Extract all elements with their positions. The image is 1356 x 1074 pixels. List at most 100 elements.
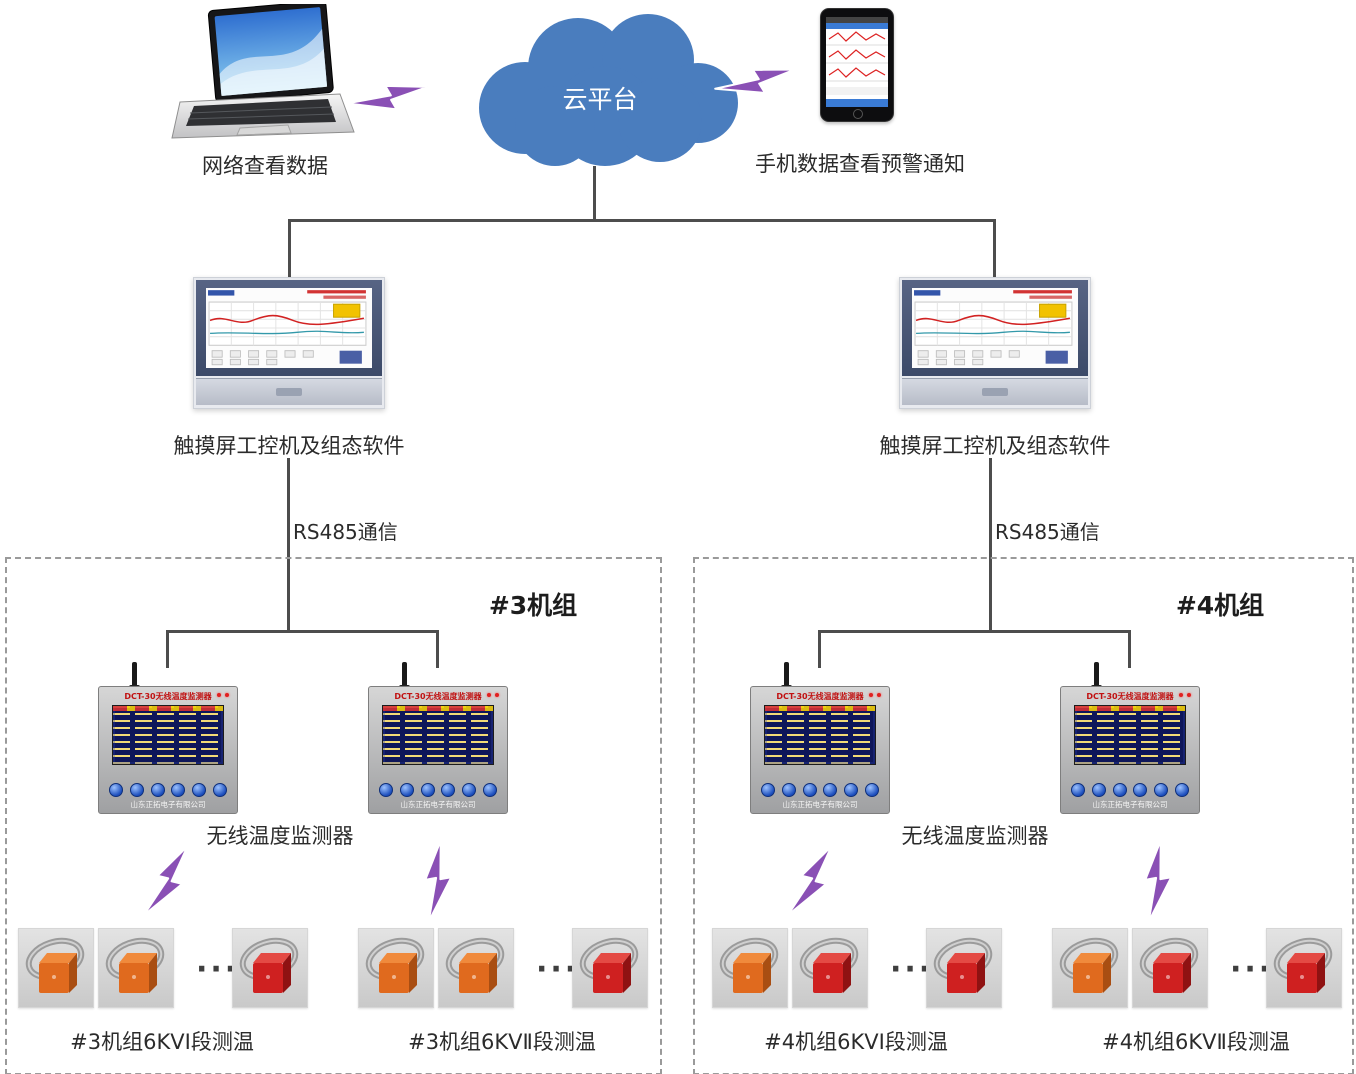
temperature-sensor [1132, 928, 1208, 1008]
hmi-lower-band [902, 378, 1088, 405]
device-button [171, 783, 186, 797]
connector-device2 [436, 630, 439, 668]
hmi-touchscreen-left [193, 277, 385, 409]
connector-rs485-left [287, 458, 290, 633]
wireless-bolt-icon [1129, 839, 1183, 927]
device-panel: DCT-30无线温度监测器 山东正拓电子有限公司 [750, 686, 890, 814]
connector-device3 [818, 630, 821, 668]
smartphone-app-icon [826, 17, 888, 107]
device-button [379, 783, 393, 797]
antenna-icon [1091, 662, 1102, 693]
connector-split-left [166, 630, 439, 633]
hmi-screen [912, 288, 1078, 368]
unit4-monitor-label: 无线温度监测器 [901, 824, 1049, 848]
hmi-lower-band [196, 378, 382, 405]
antenna-icon [781, 662, 792, 693]
unit3-monitor-label: 无线温度监测器 [206, 824, 354, 848]
connector-main-horizontal [288, 219, 996, 222]
device-buttons [761, 783, 879, 797]
hmi-chart-icon [208, 290, 367, 366]
device-button [150, 783, 165, 797]
ellipsis: ··· [536, 952, 580, 987]
device-title: DCT-30无线温度监测器 [776, 692, 864, 701]
antenna-icon [399, 662, 410, 693]
unit4-group1-label: #4机组6KVⅠ段测温 [764, 1030, 948, 1054]
temperature-sensor [792, 928, 868, 1008]
rs485-left-label: RS485通信 [293, 520, 398, 544]
smartphone-screen [826, 17, 888, 107]
connector-split-right [818, 630, 1131, 633]
temperature-sensor [572, 928, 648, 1008]
wireless-bolt-icon [137, 838, 196, 927]
led-icon [495, 693, 499, 697]
unit4-group2-label: #4机组6KVⅡ段测温 [1102, 1030, 1290, 1054]
wireless-temp-monitor-3: DCT-30无线温度监测器 山东正拓电子有限公司 [750, 662, 890, 814]
ellipsis: ··· [1230, 952, 1274, 987]
device-panel: DCT-30无线温度监测器 山东正拓电子有限公司 [1060, 686, 1200, 814]
unit3-group1-label: #3机组6KVⅠ段测温 [70, 1030, 254, 1054]
hmi-right-label: 触摸屏工控机及组态软件 [879, 434, 1111, 458]
device-title: DCT-30无线温度监测器 [394, 692, 482, 701]
device-screen [1074, 705, 1186, 765]
device-company: 山东正拓电子有限公司 [130, 800, 206, 809]
device-button [761, 783, 775, 797]
connector-device1 [166, 630, 169, 668]
led-icon [487, 693, 491, 697]
temperature-sensor [438, 928, 514, 1008]
device-screen [112, 705, 224, 765]
device-button [482, 783, 497, 797]
wireless-bolt-icon [709, 42, 800, 119]
led-icon [877, 693, 881, 697]
device-button [462, 783, 477, 797]
led-icon [1179, 693, 1183, 697]
wireless-temp-monitor-1: DCT-30无线温度监测器 山东正拓电子有限公司 [98, 662, 238, 814]
device-button [781, 783, 796, 797]
temperature-sensor [232, 928, 308, 1008]
device-button [109, 783, 123, 797]
unit3-group2-label: #3机组6KVⅡ段测温 [408, 1030, 596, 1054]
temperature-sensor [712, 928, 788, 1008]
device-button [129, 783, 144, 797]
hmi-bezel [196, 280, 382, 376]
wireless-bolt-icon [781, 838, 840, 927]
device-button [1133, 783, 1148, 797]
device-company: 山东正拓电子有限公司 [400, 800, 476, 809]
temperature-sensor [926, 928, 1002, 1008]
laptop [170, 0, 355, 149]
connector-to-hmi-left [288, 219, 291, 279]
ellipsis: ··· [196, 952, 240, 987]
device-button [420, 783, 435, 797]
temperature-sensor [1266, 928, 1342, 1008]
temperature-sensor [98, 928, 174, 1008]
led-icon [217, 693, 221, 697]
device-panel: DCT-30无线温度监测器 山东正拓电子有限公司 [368, 686, 508, 814]
device-panel: DCT-30无线温度监测器 山东正拓电子有限公司 [98, 686, 238, 814]
connector-cloud-down [593, 166, 596, 222]
device-button [844, 783, 859, 797]
smartphone [820, 8, 894, 122]
antenna-icon [129, 662, 140, 693]
led-icon [1187, 693, 1191, 697]
device-company: 山东正拓电子有限公司 [782, 800, 858, 809]
connector-to-hmi-right [993, 219, 996, 279]
temperature-sensor [1052, 928, 1128, 1008]
device-buttons [109, 783, 227, 797]
phone-label: 手机数据查看预警通知 [755, 152, 965, 176]
device-button [1071, 783, 1085, 797]
hmi-left-label: 触摸屏工控机及组态软件 [173, 434, 405, 458]
connector-rs485-right [989, 458, 992, 633]
device-button [1174, 783, 1189, 797]
led-icon [869, 693, 873, 697]
ellipsis: ··· [890, 952, 934, 987]
cloud-label: 云平台 [562, 85, 638, 114]
unit4-title: #4机组 [1175, 591, 1265, 620]
device-button [823, 783, 838, 797]
hmi-chart-icon [914, 290, 1073, 366]
led-icon [225, 693, 229, 697]
laptop-icon [171, 0, 355, 139]
wireless-bolt-icon [409, 839, 463, 927]
cloud-platform: 云平台 [450, 8, 750, 173]
cloud-icon [479, 14, 738, 166]
device-screen [382, 705, 494, 765]
